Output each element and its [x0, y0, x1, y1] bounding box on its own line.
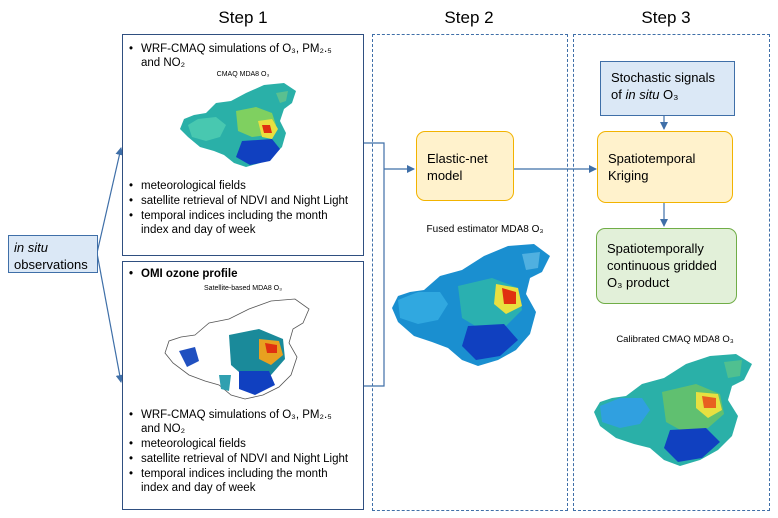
- fused-estimator-label: Fused estimator MDA8 O₃: [426, 224, 544, 235]
- arrow-insitu-to-top: [96, 147, 124, 254]
- step-2-container: [372, 34, 568, 511]
- top-item-meteorological: meteorological fields: [129, 179, 354, 193]
- gridded-product-box: Spatiotemporally continuous gridded O₃ p…: [596, 228, 737, 304]
- insitu-rest: observations: [14, 257, 88, 272]
- satellite-map-label: Satellite-based MDA8 O₃: [204, 285, 282, 292]
- signals-suffix: O₃: [659, 87, 679, 102]
- insitu-italic: in situ: [14, 240, 48, 255]
- step-1-title: Step 1: [218, 8, 268, 27]
- spatiotemporal-kriging-box: Spatiotemporal Kriging: [597, 131, 733, 203]
- bottom-item-wrf: WRF-CMAQ simulations of O₃, PM₂.₅ and NO…: [129, 408, 354, 436]
- stochastic-signals-box: Stochastic signals of in situ O₃: [600, 61, 735, 116]
- step-2-title: Step 2: [444, 8, 494, 27]
- signals-italic: in situ: [625, 87, 660, 102]
- step1-top-box: WRF-CMAQ simulations of O₃, PM₂.₅ and NO…: [122, 34, 364, 256]
- step-3-container: [573, 34, 770, 511]
- signals-prefix: Stochastic signals of: [611, 70, 716, 102]
- satellite-map-image: [164, 298, 310, 400]
- calibrated-cmaq-label: Calibrated CMAQ MDA8 O₃: [616, 334, 734, 345]
- fused-estimator-map-image: [392, 244, 550, 366]
- bottom-item-meteorological: meteorological fields: [129, 437, 354, 451]
- cmaq-map-image: [180, 83, 296, 167]
- step-3-title: Step 3: [641, 8, 691, 27]
- top-item-satellite: satellite retrieval of NDVI and Night Li…: [129, 194, 354, 208]
- insitu-observations-box: in situ observations: [8, 235, 98, 273]
- calibrated-cmaq-map-image: [594, 354, 752, 466]
- bottom-item-temporal: temporal indices including the month ind…: [129, 467, 354, 495]
- top-item-wrf: WRF-CMAQ simulations of O₃, PM₂.₅ and NO…: [129, 42, 354, 70]
- bottom-item-omi: OMI ozone profile: [129, 267, 354, 281]
- elastic-net-model-box: Elastic-net model: [416, 131, 514, 201]
- step1-bottom-box: OMI ozone profile Satellite-based MDA8 O…: [122, 261, 364, 510]
- cmaq-map-label: CMAQ MDA8 O₃: [216, 71, 270, 78]
- bottom-item-satellite: satellite retrieval of NDVI and Night Li…: [129, 452, 354, 466]
- bracket-connector: [362, 142, 385, 387]
- arrow-insitu-to-bottom: [96, 252, 124, 383]
- top-item-temporal: temporal indices including the month ind…: [129, 209, 354, 237]
